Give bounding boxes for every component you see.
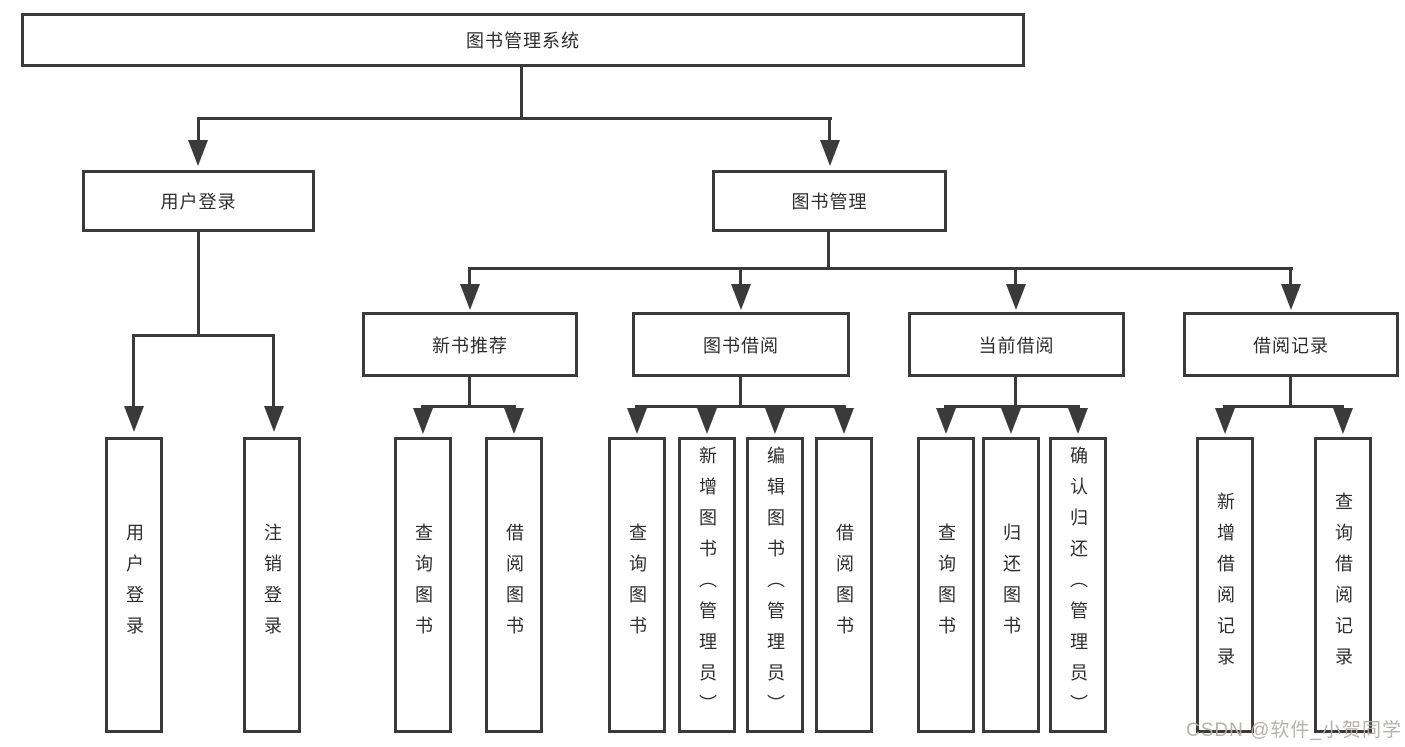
- arrowhead-new-book-leaf2: [504, 408, 524, 434]
- arrowhead-user-login: [188, 140, 208, 166]
- leaf-label: 借阅图书: [834, 523, 854, 647]
- connector-borrow-record-drop: [1289, 267, 1292, 284]
- connector-new-book-stem: [468, 377, 471, 407]
- connector-user-login-drop: [197, 117, 200, 142]
- connector-current-borrow-drop: [1014, 267, 1017, 284]
- arrowhead-new-book-leaf1: [413, 408, 433, 434]
- connector-book-mgmt-drop: [828, 117, 831, 142]
- connector-user-login-branch: [132, 334, 275, 337]
- arrowhead-book-mgmt: [820, 140, 840, 166]
- connector-current-borrow-leafbranch: [944, 405, 1080, 408]
- leaf-query-books-2: 查询图书: [608, 437, 666, 733]
- connector-book-borrow-leafbranch: [635, 405, 846, 408]
- node-label: 图书管理: [791, 192, 868, 212]
- leaf-label: 借阅图书: [504, 523, 524, 647]
- arrowhead-book-borrow-leaf1: [627, 408, 647, 434]
- leaf-label: 注销登录: [262, 523, 282, 647]
- arrowhead-borrow-record-leaf1: [1215, 408, 1235, 434]
- node-library-management-system: 图书管理系统: [21, 13, 1025, 67]
- leaf-edit-books-admin: 编辑图书（管理员）: [746, 437, 804, 733]
- leaf-label: 查询图书: [627, 523, 647, 647]
- connector-book-borrow-stem: [739, 377, 742, 407]
- node-label: 图书管理系统: [466, 31, 580, 51]
- connector-book-mgmt-stem: [827, 232, 830, 270]
- node-borrowing-records: 借阅记录: [1183, 312, 1399, 377]
- leaf-add-borrow-record: 新增借阅记录: [1196, 437, 1254, 733]
- arrowhead-book-borrow-leaf2: [697, 408, 717, 434]
- node-current-borrowing: 当前借阅: [908, 312, 1125, 377]
- leaf-label: 查询图书: [936, 523, 956, 647]
- node-user-login: 用户登录: [82, 170, 315, 232]
- leaf-return-books: 归还图书: [982, 437, 1040, 733]
- node-label: 借阅记录: [1253, 335, 1329, 356]
- leaf-label: 归还图书: [1001, 523, 1021, 647]
- arrowhead-current-borrow-leaf1: [936, 408, 956, 434]
- leaf-label: 确认归还（管理员）: [1068, 445, 1088, 725]
- arrowhead-current-borrow-leaf3: [1068, 408, 1088, 434]
- arrowhead-current-borrow: [1006, 284, 1026, 310]
- leaf-label: 新增图书（管理员）: [697, 445, 717, 725]
- leaf-label: 编辑图书（管理员）: [765, 445, 785, 725]
- arrowhead-login-leaf2: [264, 406, 284, 432]
- leaf-user-login: 用户登录: [105, 437, 163, 733]
- node-label: 当前借阅: [978, 335, 1055, 356]
- arrowhead-borrow-record-leaf2: [1333, 408, 1353, 434]
- node-new-book-recommend: 新书推荐: [362, 312, 578, 377]
- csdn-watermark: CSDN @软件_小贺同学: [1186, 720, 1402, 741]
- leaf-label: 新增借阅记录: [1215, 492, 1235, 678]
- leaf-borrow-books-2: 借阅图书: [815, 437, 873, 733]
- leaf-add-books-admin: 新增图书（管理员）: [678, 437, 736, 733]
- leaf-label: 查询图书: [413, 523, 433, 647]
- connector-borrow-record-leafbranch: [1223, 405, 1344, 408]
- connector-login-leaf1-drop: [132, 334, 135, 406]
- leaf-logout: 注销登录: [243, 437, 301, 733]
- arrowhead-book-borrow-leaf4: [834, 408, 854, 434]
- connector-login-leaf2-drop: [272, 334, 275, 406]
- leaf-label: 查询借阅记录: [1333, 492, 1353, 678]
- connector-borrow-record-stem: [1289, 377, 1292, 407]
- connector-book-borrow-drop: [739, 267, 742, 284]
- leaf-borrow-books-1: 借阅图书: [485, 437, 543, 733]
- leaf-confirm-return-admin: 确认归还（管理员）: [1049, 437, 1107, 733]
- node-label: 图书借阅: [703, 335, 779, 356]
- node-label: 新书推荐: [432, 335, 508, 356]
- connector-book-mgmt-branch: [468, 267, 1293, 270]
- arrowhead-new-book: [460, 284, 480, 310]
- arrowhead-book-borrow: [731, 284, 751, 310]
- connector-current-borrow-stem: [1014, 377, 1017, 407]
- connector-root-branch: [197, 117, 832, 120]
- connector-user-login-stem: [197, 232, 200, 336]
- node-book-borrowing: 图书借阅: [632, 312, 850, 377]
- connector-new-book-leafbranch: [421, 405, 516, 408]
- leaf-query-books-1: 查询图书: [394, 437, 452, 733]
- node-label: 用户登录: [160, 192, 237, 212]
- connector-root-stem: [520, 67, 523, 119]
- arrowhead-current-borrow-leaf2: [1001, 408, 1021, 434]
- arrowhead-borrow-record: [1281, 284, 1301, 310]
- arrowhead-login-leaf1: [124, 406, 144, 432]
- connector-new-book-drop: [468, 267, 471, 284]
- node-book-management: 图书管理: [712, 170, 947, 232]
- leaf-query-borrow-record: 查询借阅记录: [1314, 437, 1372, 733]
- leaf-query-books-3: 查询图书: [917, 437, 975, 733]
- arrowhead-book-borrow-leaf3: [765, 408, 785, 434]
- leaf-label: 用户登录: [124, 523, 144, 647]
